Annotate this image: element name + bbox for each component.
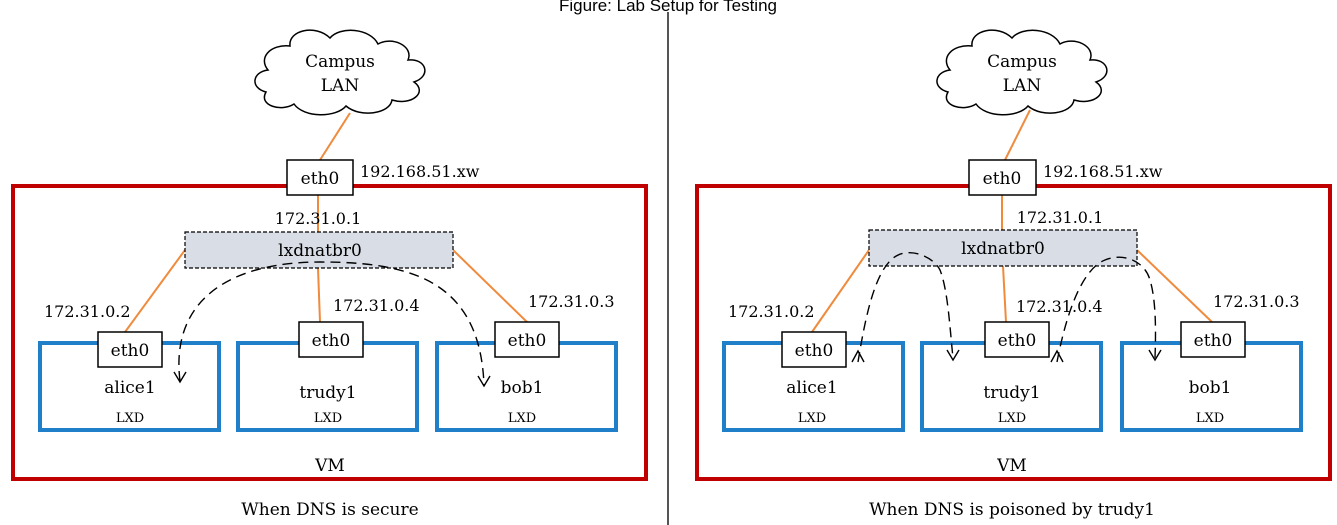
host-eth0-label: eth0 (983, 169, 1022, 189)
arrowhead-trudy-icon (946, 349, 960, 362)
arrowhead-bob-icon (1148, 349, 1162, 362)
alice1-ip: 172.31.0.2 (44, 302, 131, 321)
bob1-ip: 172.31.0.3 (1213, 292, 1300, 311)
host-eth0-label: eth0 (301, 169, 340, 189)
trudy1-name: trudy1 (299, 383, 356, 403)
link-bridge-trudy (1002, 265, 1007, 323)
bridge-ip: 172.31.0.1 (1017, 208, 1104, 227)
trudy1-eth0-label: eth0 (998, 331, 1037, 351)
alice1-eth0-label: eth0 (795, 341, 834, 361)
link-bridge-trudy (317, 267, 321, 323)
host-ip: 192.168.51.xw (360, 162, 480, 181)
network-links (124, 112, 528, 333)
bob1-eth0-box (1180, 321, 1246, 358)
trudy1-eth0-box (984, 321, 1050, 358)
trudy1-type: LXD (998, 411, 1026, 426)
alice1-eth0-label: eth0 (111, 341, 150, 361)
bob1-name: bob1 (501, 378, 544, 398)
alice1-type: LXD (116, 411, 144, 426)
cloud-icon (254, 29, 426, 116)
alice-trudy-flow-arrow (857, 252, 954, 363)
link-cloud-host (1004, 109, 1031, 161)
bridge-box (868, 229, 1138, 267)
bridge-label: lxdnatbr0 (278, 241, 362, 261)
bob1-eth0-label: eth0 (1194, 331, 1233, 351)
bridge-label: lxdnatbr0 (961, 239, 1045, 259)
alice1-ip: 172.31.0.2 (728, 302, 815, 321)
panel-caption: When DNS is secure (241, 500, 418, 520)
bridge-ip: 172.31.0.1 (275, 209, 362, 228)
trudy1-eth0-box (298, 321, 364, 358)
cloud-icon (936, 29, 1108, 116)
trudy1-eth0-label: eth0 (312, 331, 351, 351)
trudy1-type: LXD (314, 411, 342, 426)
campus-lan-cloud: Campus LAN (254, 29, 426, 116)
bob1-eth0-label: eth0 (508, 331, 547, 351)
panel-secure: Campus LAN eth0 192.168.51.xw 172.31.0.1… (11, 29, 648, 520)
arrowhead-alice-icon (173, 371, 187, 384)
bob1-ip: 172.31.0.3 (528, 292, 615, 311)
network-links (811, 109, 1213, 333)
host-eth0-box (968, 159, 1037, 196)
trudy1-ip: 172.31.0.4 (333, 296, 420, 315)
host-ip: 192.168.51.xw (1043, 162, 1163, 181)
alice1-eth0-box (97, 331, 163, 368)
link-bridge-bob (1136, 249, 1213, 323)
arrowhead-trudy-out-icon (1050, 349, 1064, 363)
vm-label: VM (996, 456, 1027, 476)
trudy1-ip: 172.31.0.4 (1016, 297, 1103, 316)
alice1-type: LXD (798, 411, 826, 426)
alice1-name: alice1 (104, 378, 155, 398)
panel-caption: When DNS is poisoned by trudy1 (869, 500, 1155, 520)
cloud-label-line2: LAN (321, 76, 360, 96)
cloud-label-line1: Campus (305, 52, 375, 72)
host-eth0-box (286, 159, 354, 196)
vm-label: VM (314, 456, 345, 476)
alice1-eth0-box (781, 331, 847, 368)
dns-flow-arrows (857, 252, 1157, 363)
trudy1-name: trudy1 (983, 383, 1040, 403)
cloud-label-line2: LAN (1003, 76, 1042, 96)
bob1-name: bob1 (1189, 378, 1232, 398)
arrowhead-bob-icon (477, 375, 491, 388)
campus-lan-cloud: Campus LAN (936, 29, 1108, 116)
alice1-name: alice1 (786, 378, 837, 398)
bob1-eth0-box (494, 321, 560, 358)
link-bridge-alice (124, 249, 186, 333)
trudy-bob-flow-arrow (1056, 256, 1157, 363)
alice-bob-flow-arrow (178, 261, 485, 386)
arrowhead-alice-icon (851, 349, 865, 363)
dns-flow-arrows (178, 261, 485, 386)
cloud-label-line1: Campus (987, 52, 1057, 72)
link-bridge-alice (811, 249, 870, 333)
figure-title: Figure: Lab Setup for Testing (559, 0, 777, 15)
bob1-type: LXD (508, 411, 536, 426)
panel-poisoned: Campus LAN eth0 192.168.51.xw 172.31.0.1… (695, 29, 1332, 520)
bob1-type: LXD (1196, 411, 1224, 426)
link-bridge-bob (452, 249, 528, 323)
link-cloud-host (319, 112, 351, 161)
bridge-box (184, 231, 454, 269)
